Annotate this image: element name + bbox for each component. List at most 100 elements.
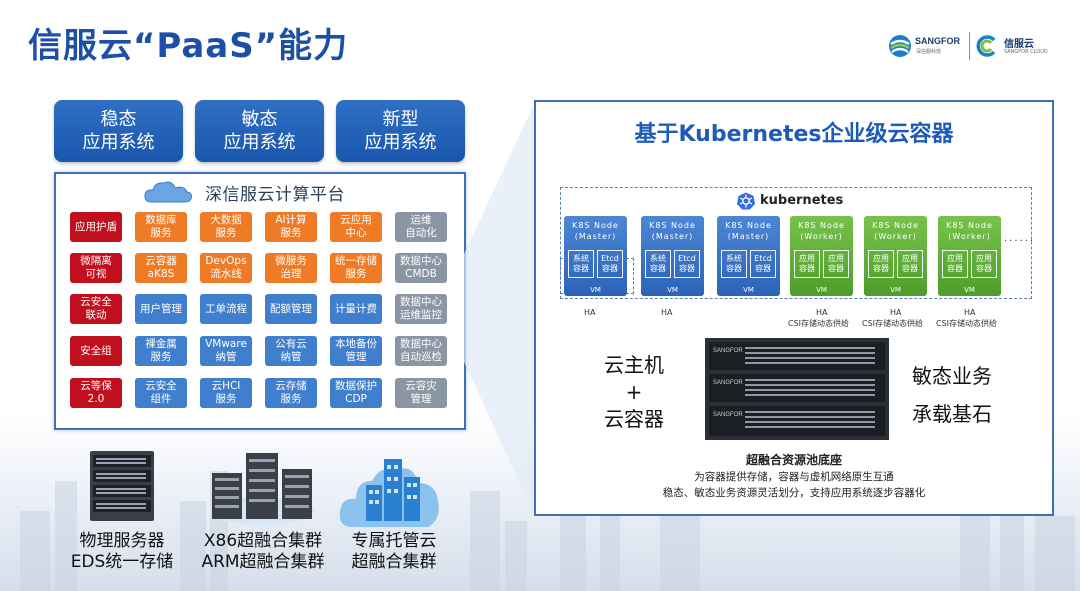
node-title: K8S Node (Master) <box>649 221 696 241</box>
host-line: + <box>625 380 643 404</box>
platform-title: 深信服云计算平台 <box>205 185 345 205</box>
ha-label: HA <box>816 308 828 317</box>
container-box: 应用 容器 <box>897 250 923 278</box>
service-tile: 裸金属 服务 <box>135 336 187 366</box>
container-box: Etcd 容器 <box>597 250 623 278</box>
category-new-apps: 新型 应用系统 <box>336 100 465 162</box>
container-box: Etcd 容器 <box>674 250 700 278</box>
service-tile: 用户管理 <box>135 294 187 324</box>
resource-pool-line: 为容器提供存储，容器与虚机网络原生互通 <box>694 471 894 483</box>
service-tile: 云存储 服务 <box>265 378 317 408</box>
biz-line: 承载基石 <box>912 402 992 426</box>
container-box: Etcd 容器 <box>750 250 776 278</box>
private-cloud-icon <box>339 459 439 527</box>
vm-label: VM <box>590 286 601 294</box>
service-tile: 云安全 联动 <box>70 294 122 324</box>
kubernetes-icon <box>737 192 755 210</box>
biz-line: 敏态业务 <box>912 364 992 388</box>
service-tile: 云等保 2.0 <box>70 378 122 408</box>
service-tile: AI计算 服务 <box>265 212 317 242</box>
ha-label: HA <box>661 308 673 317</box>
host-line: 云容器 <box>604 407 664 431</box>
vm-label: VM <box>964 286 975 294</box>
more-nodes-ellipsis: ...... <box>1004 233 1036 244</box>
host-line: 云主机 <box>604 353 664 377</box>
hci-cluster-icon <box>210 453 314 525</box>
service-tile: 数据中心 自动巡检 <box>395 336 447 366</box>
service-tile: DevOps 流水线 <box>200 253 252 283</box>
csi-label: CSI存储动态供给 <box>788 319 850 328</box>
ha-label: HA <box>964 308 976 317</box>
node-title: K8S Node (Worker) <box>946 221 993 241</box>
category-agile-apps: 敏态 应用系统 <box>195 100 324 162</box>
csi-label: CSI存储动态供给 <box>936 319 998 328</box>
vm-label: VM <box>890 286 901 294</box>
node-title: K8S Node (Master) <box>725 221 772 241</box>
service-tile: 公有云 纳管 <box>265 336 317 366</box>
service-tile: VMware 纳管 <box>200 336 252 366</box>
ha-label: HA <box>584 308 596 317</box>
service-tile: 云容器 aK8S <box>135 253 187 283</box>
service-tile: 数据保护 CDP <box>330 378 382 408</box>
server-brand-label: SANGFOR <box>713 348 743 354</box>
vm-label: VM <box>743 286 754 294</box>
service-tile: 数据中心 运维监控 <box>395 294 447 324</box>
category-label: 新型 应用系统 <box>364 109 437 153</box>
service-tile: 工单流程 <box>200 294 252 324</box>
category-label: 敏态 应用系统 <box>223 109 296 153</box>
cloud-logo-text: 信服云 <box>1004 39 1034 50</box>
service-tile: 配额管理 <box>265 294 317 324</box>
service-tile: 运维 自动化 <box>395 212 447 242</box>
k8s-node-worker: K8S Node (Worker) 应用 容器应用 容器 VM <box>790 216 853 296</box>
container-box: 应用 容器 <box>868 250 894 278</box>
sangfor-cloud-logo-icon <box>976 35 996 57</box>
zoom-connector <box>464 100 536 518</box>
k8s-cluster-boundary <box>560 187 1032 299</box>
logo-divider <box>969 32 970 60</box>
container-box: 系统 容器 <box>721 250 747 278</box>
sangfor-logo-icon <box>889 35 911 57</box>
page-title: 信服云“PaaS”能力 <box>28 26 349 66</box>
sangfor-logo-subtext: 深信服科技 <box>916 49 942 55</box>
service-tile: 云HCI 服务 <box>200 378 252 408</box>
service-tile: 计量计费 <box>330 294 382 324</box>
container-box: 系统 容器 <box>568 250 594 278</box>
k8s-panel-title: 基于Kubernetes企业级云容器 <box>634 122 954 147</box>
brand-logos: SANGFOR 深信服科技 信服云 SANGFOR CLOUD <box>888 30 1063 62</box>
server-brand-label: SANGFOR <box>713 412 743 418</box>
resource-label-hci: X86超融合集群 ARM超融合集群 <box>201 531 325 572</box>
node-title: K8S Node (Worker) <box>872 221 919 241</box>
service-tile: 微隔离 可视 <box>70 253 122 283</box>
category-label: 稳态 应用系统 <box>82 109 155 153</box>
csi-label: CSI存储动态供给 <box>862 319 924 328</box>
service-tile: 大数据 服务 <box>200 212 252 242</box>
node-title: K8S Node (Worker) <box>798 221 845 241</box>
sangfor-logo-text: SANGFOR <box>915 36 960 46</box>
cloud-icon <box>144 181 192 203</box>
service-tile: 云容灾 管理 <box>395 378 447 408</box>
category-steady-apps: 稳态 应用系统 <box>54 100 183 162</box>
server-brand-label: SANGFOR <box>713 380 743 386</box>
container-box: 应用 容器 <box>942 250 968 278</box>
service-tile: 安全组 <box>70 336 122 366</box>
agile-business-label: 敏态业务 承载基石 <box>905 357 999 433</box>
service-tile: 云应用 中心 <box>330 212 382 242</box>
resource-pool-title: 超融合资源池底座 <box>745 453 842 467</box>
service-tile: 统一存储 服务 <box>330 253 382 283</box>
cloud-logo-subtext: SANGFOR CLOUD <box>1004 49 1048 55</box>
service-tile: 应用护盾 <box>70 212 122 242</box>
k8s-node-worker: K8S Node (Worker) 应用 容器应用 容器 VM <box>864 216 927 296</box>
service-tile: 数据中心 CMDB <box>395 253 447 283</box>
vm-label: VM <box>816 286 827 294</box>
container-box: 应用 容器 <box>823 250 849 278</box>
vm-label: VM <box>667 286 678 294</box>
resource-pool-line: 稳态、敏态业务资源灵活划分，支持应用系统逐步容器化 <box>662 487 926 499</box>
host-container-label: 云主机 + 云容器 <box>598 352 670 433</box>
k8s-panel <box>534 100 1054 516</box>
container-box: 应用 容器 <box>794 250 820 278</box>
physical-server-icon <box>90 451 154 521</box>
